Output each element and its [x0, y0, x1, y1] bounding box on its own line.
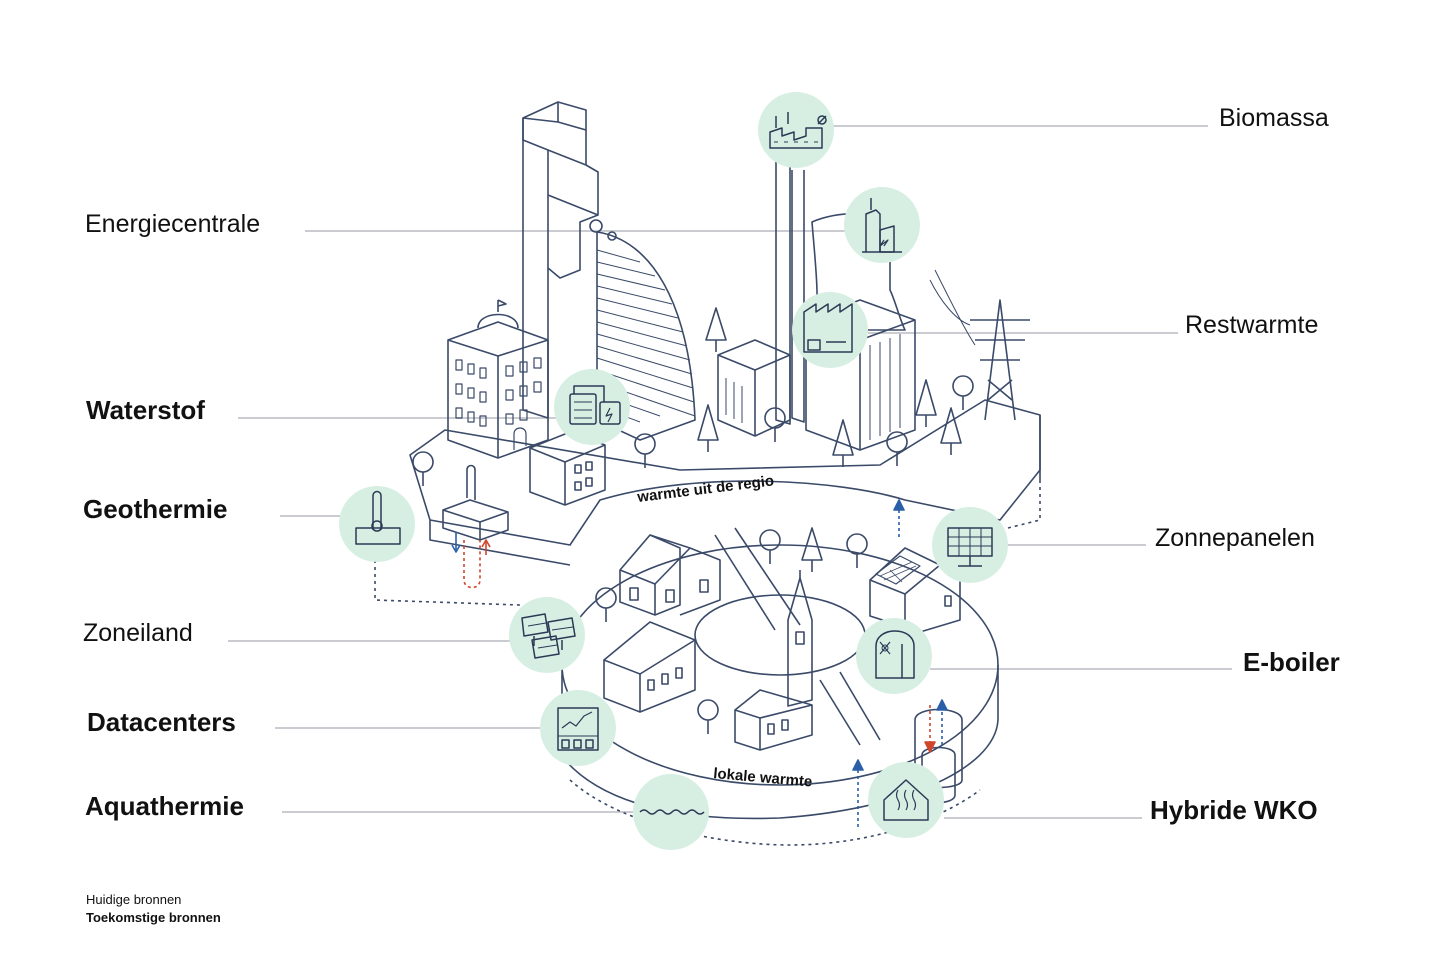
label-geothermie: Geothermie [83, 494, 228, 524]
regional-heat-label: warmte uit de regio [635, 472, 775, 506]
solar-island-icon [509, 597, 585, 673]
label-aquathermie: Aquathermie [85, 791, 244, 821]
label-waterstof: Waterstof [86, 395, 205, 425]
label-zoneiland: Zoneiland [83, 619, 193, 647]
biomass-glyph [769, 112, 827, 149]
powerplant-glyph [862, 198, 902, 253]
flow-arrows [451, 499, 948, 830]
local-heat-label: lokale warmte [713, 765, 813, 791]
hydrogen-glyph [569, 385, 621, 425]
thermometer-icon [339, 486, 415, 562]
datacenter-glyph [557, 707, 599, 751]
island-platform [374, 399, 1041, 606]
label-datacenters: Datacenters [87, 707, 236, 737]
power-plant [775, 140, 916, 451]
eboiler-icon [856, 618, 932, 694]
legend-current-sources: Huidige bronnen [86, 892, 182, 907]
wave-glyph [639, 809, 705, 815]
label-restwarmte: Restwarmte [1185, 311, 1319, 339]
solarisland-glyph [521, 613, 576, 659]
thermometer-glyph [355, 490, 401, 545]
hydrogen-tank-icon [554, 369, 630, 445]
label-biomassa: Biomassa [1219, 104, 1329, 132]
label-hybride-wko: Hybride WKO [1150, 795, 1318, 825]
label-eboiler: E-boiler [1243, 647, 1340, 677]
trees [412, 307, 974, 734]
domed-building [447, 299, 549, 459]
label-energiecentrale: Energiecentrale [85, 210, 261, 238]
eboiler-glyph [875, 630, 915, 679]
village-houses [603, 534, 961, 751]
legend-future-sources: Toekomstige bronnen [86, 910, 221, 925]
factory-icon [792, 292, 868, 368]
power-pylon [929, 269, 1030, 421]
label-zonnepanelen: Zonnepanelen [1155, 524, 1315, 552]
curved-tower [589, 219, 696, 441]
leader-lines [228, 125, 1232, 819]
datacenter-icon [540, 690, 616, 766]
solarpanel-glyph [947, 527, 993, 567]
power-plant-icon [844, 187, 920, 263]
factory-glyph [803, 303, 853, 353]
biomass-plant-icon [758, 92, 834, 168]
geothermal-unit [442, 464, 509, 589]
househeat-glyph [883, 779, 929, 821]
